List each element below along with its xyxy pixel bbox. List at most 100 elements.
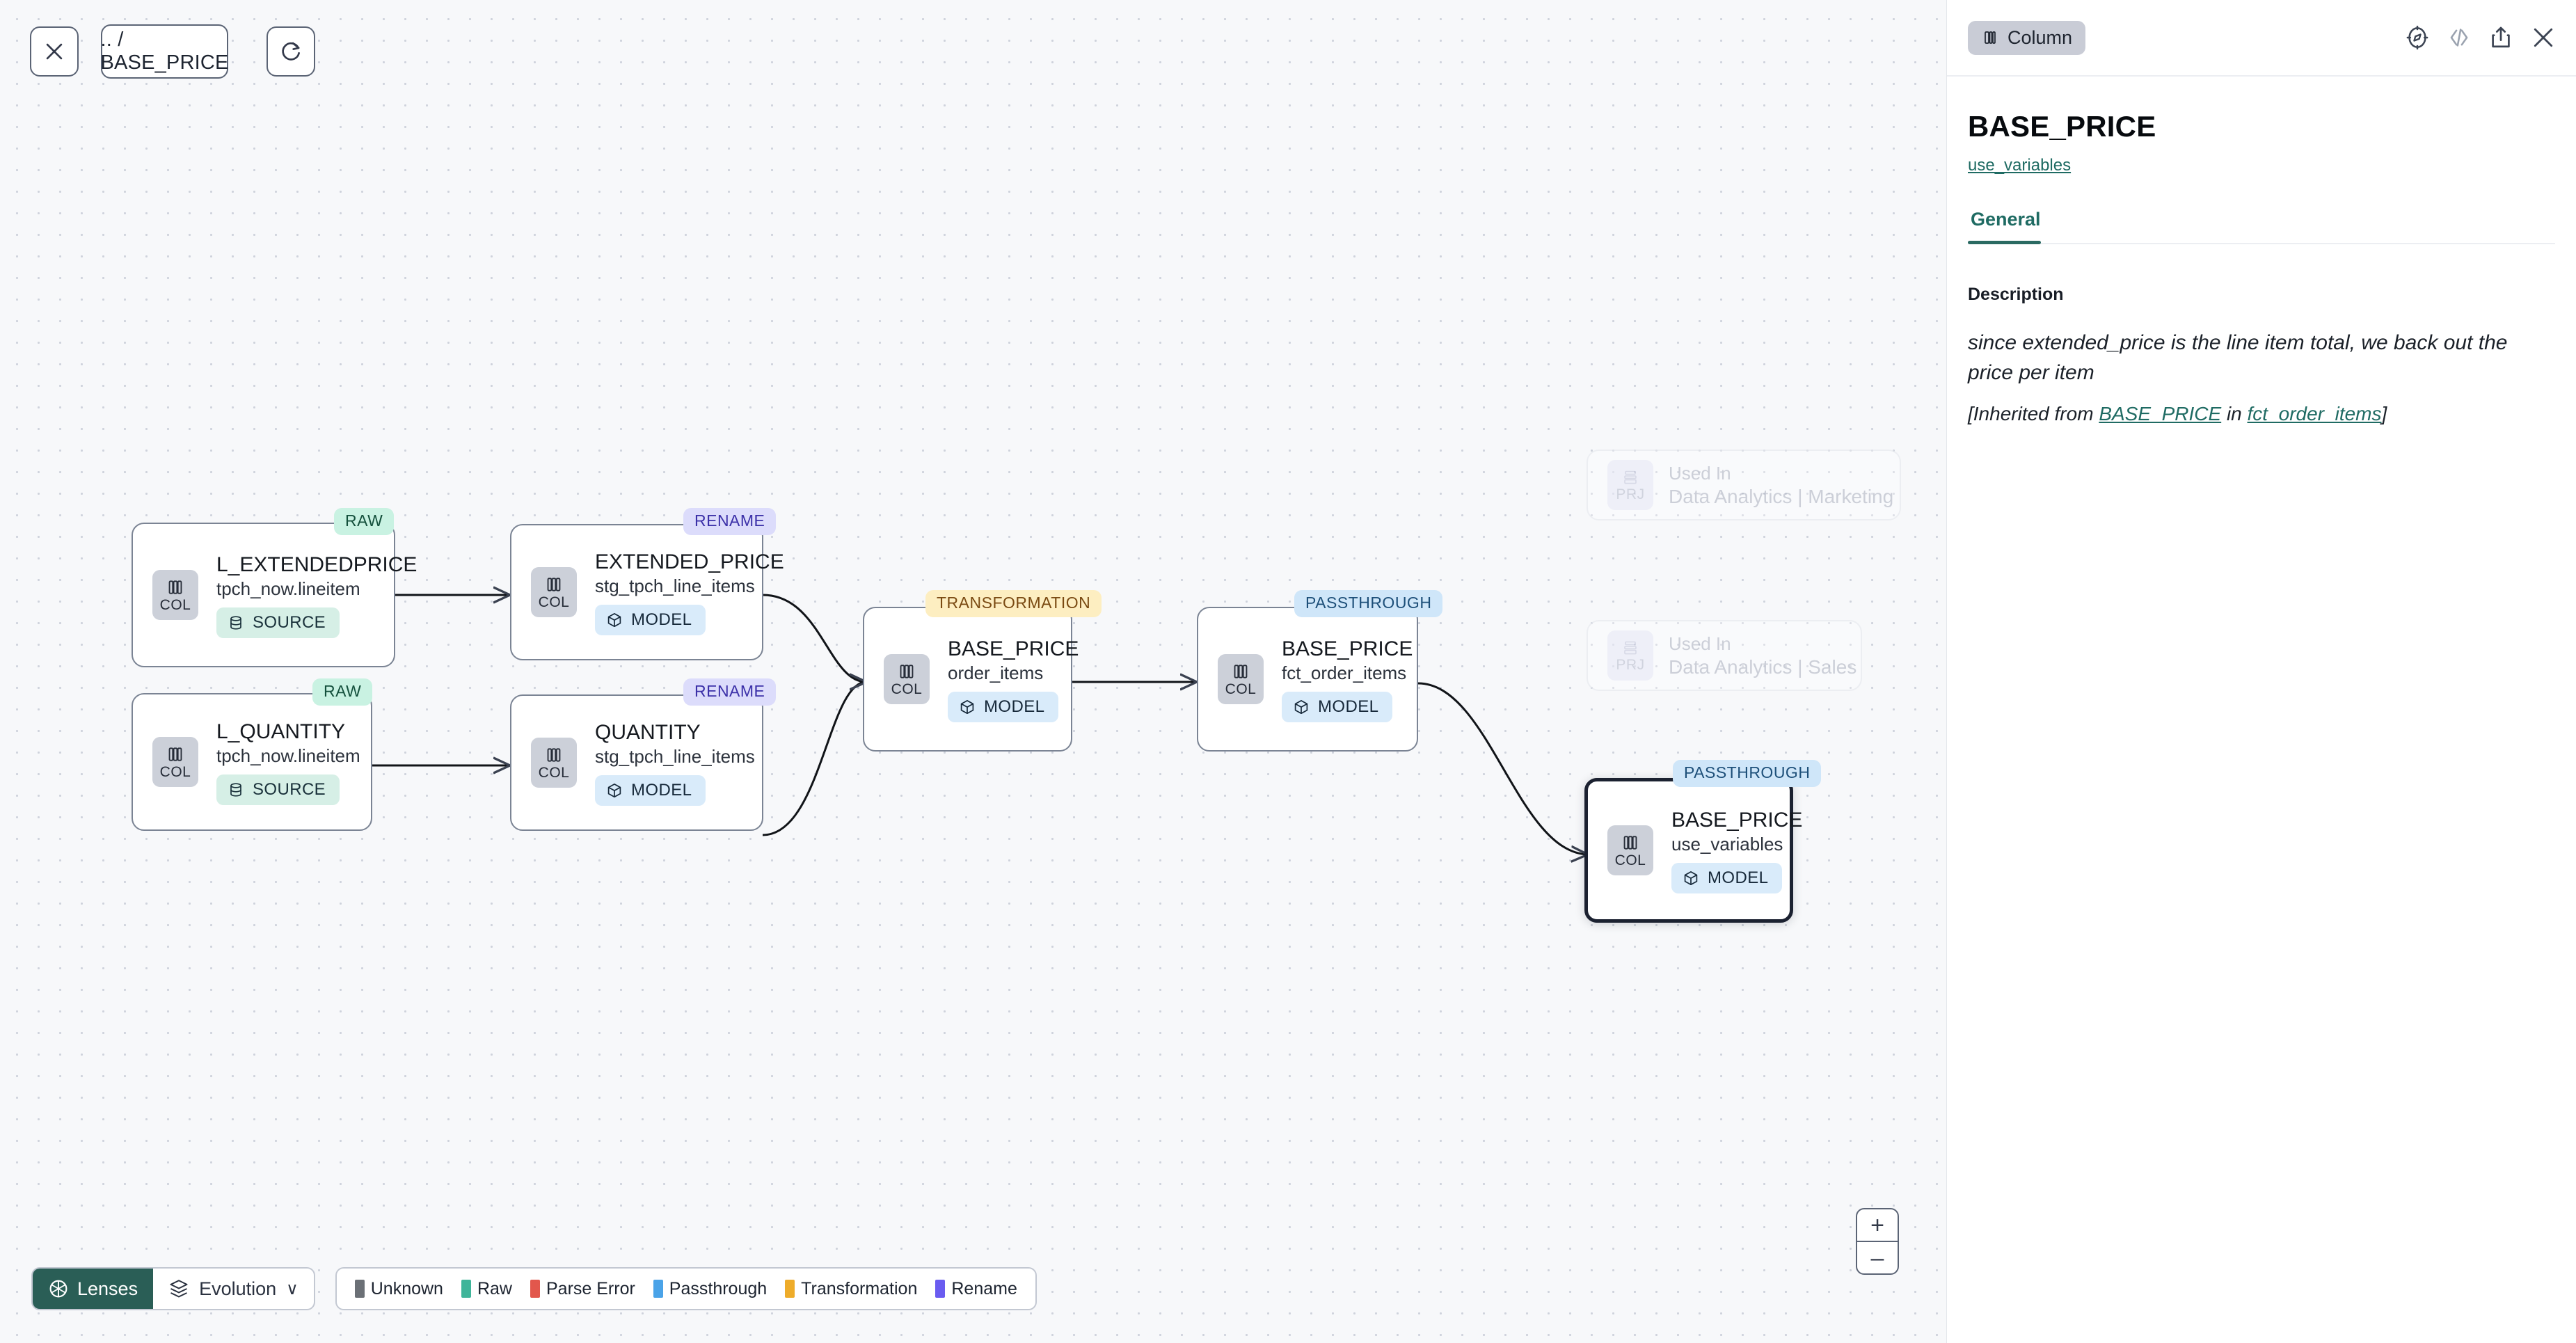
legend-group: Unknown Raw Parse Error Passthrough: [335, 1267, 1037, 1310]
refresh-icon: [282, 42, 300, 61]
lineage-canvas[interactable]: .. / BASE_PRICE PRJ Used In Data Analyti…: [0, 0, 1946, 1343]
column-icon: [168, 580, 182, 594]
node-type-chip: MODEL: [595, 775, 706, 806]
zoom-controls[interactable]: + –: [1856, 1208, 1899, 1275]
inherited-column-link[interactable]: BASE_PRICE: [2099, 403, 2222, 425]
page-title: BASE_PRICE: [1968, 110, 2156, 143]
node-body: L_EXTENDEDPRICE tpch_now.lineitem SOURCE: [216, 552, 417, 639]
node-subtitle: fct_order_items: [1282, 662, 1407, 683]
lineage-edges: [372, 0, 1946, 1343]
used-in-node[interactable]: PRJ Used In Data Analytics | Marketing: [1587, 450, 1901, 520]
column-icon: [900, 664, 914, 678]
project-icon: [1624, 470, 1637, 484]
details-panel: Column BASE_: [1946, 0, 2576, 1343]
used-in-name: Data Analytics | Marketing: [1669, 486, 1894, 508]
layers-icon: [170, 1280, 188, 1298]
project-icon-label: PRJ: [1616, 486, 1645, 502]
node-kind-badge: RAW: [312, 678, 373, 706]
used-in-node[interactable]: PRJ Used In Data Analytics | Sales: [1587, 620, 1862, 691]
node-type-chip-label: SOURCE: [253, 613, 326, 633]
code-icon[interactable]: [2447, 25, 2472, 50]
lineage-node-l-extendedprice[interactable]: COL L_EXTENDEDPRICE tpch_now.lineitem SO…: [132, 523, 417, 667]
legend-item-parse-error[interactable]: Parse Error: [530, 1279, 635, 1299]
legend-item-raw[interactable]: Raw: [461, 1279, 512, 1299]
node-subtitle: stg_tpch_line_items: [595, 575, 755, 596]
lineage-node-extended-price[interactable]: COL EXTENDED_PRICE stg_tpch_line_items M…: [510, 524, 784, 660]
node-kind-badge: RENAME: [683, 678, 777, 706]
node-type-chip: MODEL: [595, 605, 706, 636]
node-kind-badge: TRANSFORMATION: [925, 590, 1102, 617]
lineage-node-base-price-fct-order-items[interactable]: COL BASE_PRICE fct_order_items MODEL: [1197, 607, 1418, 752]
aperture-icon: [49, 1280, 67, 1298]
inherited-prefix: [Inherited from: [1968, 403, 2099, 425]
node-body: EXTENDED_PRICE stg_tpch_line_items MODEL: [595, 549, 784, 636]
tab-general[interactable]: General: [1968, 209, 2049, 244]
lineage-node-l-quantity[interactable]: COL L_QUANTITY tpch_now.lineitem SOURCE: [132, 693, 372, 831]
legend-label: Passthrough: [669, 1278, 768, 1298]
zoom-out-button[interactable]: –: [1870, 1244, 1884, 1271]
legend-item-passthrough[interactable]: Passthrough: [653, 1279, 767, 1299]
node-title: QUANTITY: [595, 720, 701, 744]
column-icon-box: COL: [1218, 654, 1264, 704]
explore-compass-icon[interactable]: [2405, 25, 2430, 50]
model-cube-icon: [960, 700, 974, 715]
lineage-node-base-price-order-items[interactable]: COL BASE_PRICE order_items MODEL: [863, 607, 1079, 752]
share-icon[interactable]: [2488, 25, 2513, 50]
node-type-chip: SOURCE: [216, 774, 340, 806]
node-kind-badge: PASSTHROUGH: [1673, 760, 1822, 787]
column-icon: [1623, 835, 1637, 850]
panel-body: BASE_PRICE use_variables General Descrip…: [1947, 110, 2576, 425]
node-kind-badge: RAW: [334, 508, 395, 535]
legend-swatch: [530, 1280, 540, 1298]
evolution-label: Evolution: [199, 1278, 277, 1299]
breadcrumb[interactable]: .. / BASE_PRICE: [100, 24, 228, 79]
panel-tabs: General: [1968, 209, 2555, 244]
legend-swatch: [935, 1280, 946, 1298]
node-type-chip: MODEL: [1671, 863, 1783, 894]
legend-item-transformation[interactable]: Transformation: [785, 1279, 917, 1299]
column-icon-box: COL: [531, 567, 577, 617]
lenses-group: Lenses Evolution ∨: [31, 1267, 315, 1310]
model-cube-icon: [1684, 871, 1698, 886]
column-icon-box: COL: [152, 737, 198, 787]
close-graph-button[interactable]: [30, 26, 79, 77]
column-icon-box: COL: [884, 654, 930, 704]
used-in-body: Used In Data Analytics | Sales: [1669, 633, 1857, 679]
node-type-chip-label: MODEL: [1708, 868, 1769, 888]
lineage-node-quantity[interactable]: COL QUANTITY stg_tpch_line_items MODEL: [510, 694, 763, 831]
column-icon-label: COL: [159, 596, 191, 613]
close-icon[interactable]: [2530, 24, 2557, 51]
legend-label: Rename: [951, 1278, 1017, 1298]
legend-item-rename[interactable]: Rename: [935, 1279, 1017, 1299]
node-body: QUANTITY stg_tpch_line_items MODEL: [595, 720, 755, 806]
column-icon-label: COL: [159, 763, 191, 780]
lenses-button[interactable]: Lenses: [33, 1269, 154, 1309]
refresh-button[interactable]: [267, 26, 315, 77]
column-icon-label: COL: [1225, 681, 1257, 697]
node-type-chip-label: MODEL: [631, 781, 692, 800]
node-type-chip-label: MODEL: [1318, 697, 1379, 717]
node-title: L_QUANTITY: [216, 720, 346, 743]
used-in-label: Used In: [1669, 633, 1731, 654]
model-cube-icon: [607, 784, 621, 798]
evolution-dropdown[interactable]: Evolution ∨: [153, 1269, 314, 1309]
parent-model-link[interactable]: use_variables: [1968, 156, 2072, 175]
column-icon-box: COL: [152, 570, 198, 620]
project-icon: [1624, 641, 1637, 654]
column-icon-label: COL: [538, 764, 570, 781]
bottom-toolbar: Lenses Evolution ∨ Unknown: [31, 1267, 1037, 1310]
inherited-model-link[interactable]: fct_order_items: [2247, 403, 2382, 425]
node-title: EXTENDED_PRICE: [595, 550, 784, 573]
legend-label: Raw: [477, 1278, 512, 1298]
node-type-chip: SOURCE: [216, 607, 340, 639]
used-in-label: Used In: [1669, 462, 1731, 484]
node-title: BASE_PRICE: [1282, 637, 1413, 660]
node-title: BASE_PRICE: [1671, 808, 1803, 832]
lineage-node-base-price-use-variables[interactable]: COL BASE_PRICE use_variables MODEL: [1584, 778, 1802, 923]
chevron-down-icon: ∨: [286, 1279, 299, 1298]
zoom-in-button[interactable]: +: [1857, 1209, 1898, 1242]
node-kind-badge: RENAME: [683, 508, 777, 535]
node-subtitle: use_variables: [1671, 833, 1783, 855]
legend-item-unknown[interactable]: Unknown: [354, 1279, 443, 1299]
